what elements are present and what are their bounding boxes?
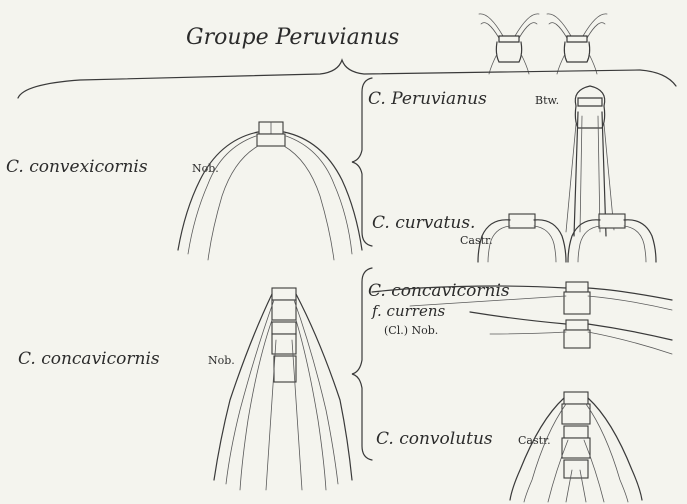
label-peruvianus: C. Peruvianus xyxy=(368,89,487,109)
author-curvatus: Castr. xyxy=(460,234,493,247)
group-title: Groupe Peruvianus xyxy=(186,25,399,50)
author-peruvianus: Btw. xyxy=(535,94,559,107)
author-concavicornis: Nob. xyxy=(208,354,235,367)
label-convexicornis: C. convexicornis xyxy=(6,157,148,177)
label-curvatus: C. curvatus. xyxy=(372,213,475,233)
title-icon-cells xyxy=(479,14,607,74)
label-concavicornis-currens: C. concavicornis xyxy=(368,281,510,301)
label-convolutus: C. convolutus xyxy=(376,429,493,449)
label-concavicornis: C. concavicornis xyxy=(18,349,160,369)
author-convexicornis: Nob. xyxy=(192,162,219,175)
drawing-concavicornis xyxy=(214,288,352,490)
author-concavicornis-currens: (Cl.) Nob. xyxy=(384,324,438,337)
drawing-convolutus xyxy=(510,392,642,502)
drawing-convexicornis xyxy=(178,122,362,260)
